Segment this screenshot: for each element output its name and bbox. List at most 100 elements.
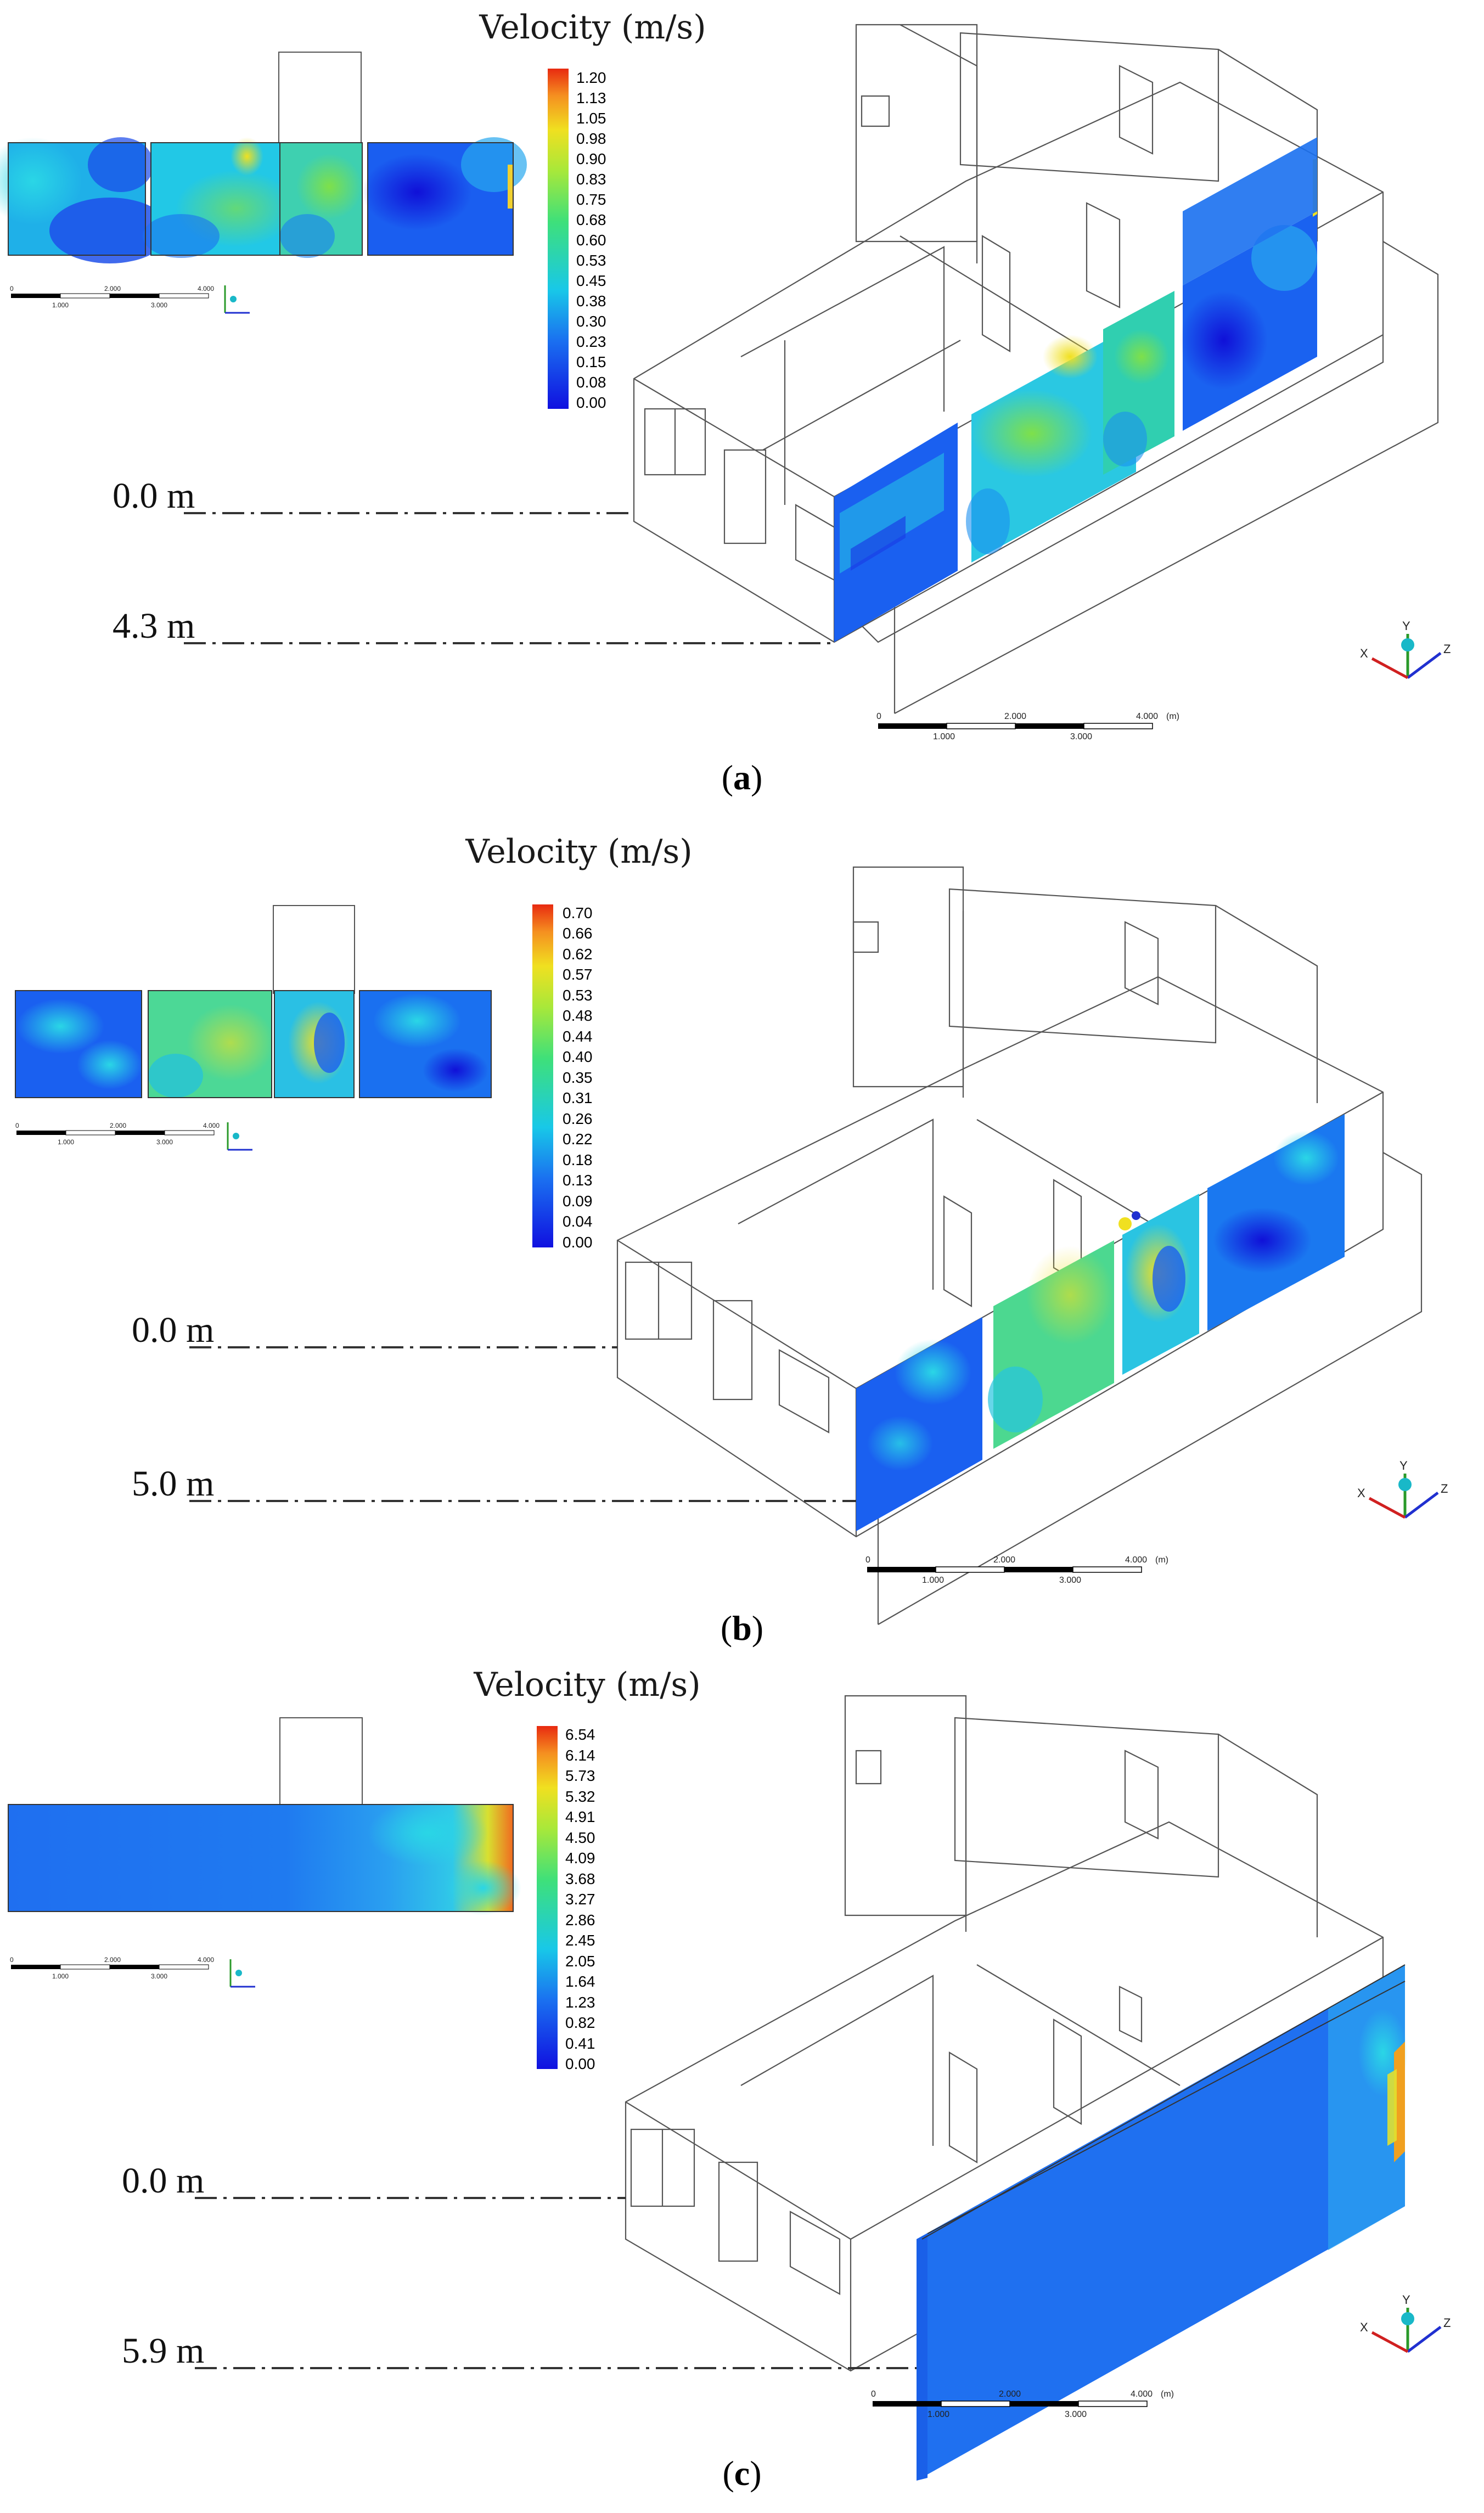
colorbar [548,69,569,409]
tick-label: 0.00 [563,1234,593,1251]
tick-label: 0.04 [563,1213,593,1230]
tick-label: 0.30 [576,313,606,330]
axis-triad-small [229,1959,255,1988]
height-label: 0.0 m [122,2161,204,2201]
scale-label: 1.000 [933,732,955,741]
scale-label: (m) [1166,712,1179,721]
scale-label: 2.000 [110,1122,126,1129]
tick-label: 0.45 [576,272,606,289]
axis-label-z: Z [1443,2316,1451,2330]
tick-label: 0.31 [563,1089,593,1106]
axis-label-y: Y [1402,619,1410,633]
tick-label: 1.05 [576,110,606,127]
scale-label: 0 [10,285,14,293]
axis-triad: Y Z X [1357,1459,1448,1519]
axis-label-x: X [1360,646,1368,660]
axis-label-y: Y [1402,2293,1410,2307]
tick-label: 1.13 [576,89,606,106]
tick-label: 3.27 [565,1891,595,1908]
colorbar-title: Velocity (m/s) [473,1666,700,1704]
height-marker: 5.9 m [122,2331,917,2371]
velocity-plane [988,1240,1114,1449]
colorbar [537,1726,558,2069]
axis-label-x: X [1357,1486,1365,1500]
tick-label: 0.57 [563,966,593,983]
tick-label: 0.53 [576,252,606,269]
tick-label: 0.62 [563,946,593,963]
scale-label: 2.000 [1004,712,1026,721]
tick-label: 0.82 [565,2014,595,2031]
tick-label: 2.86 [565,1912,595,1929]
axis-triad: Y Z X [1360,619,1451,679]
panel-a: Velocity (m/s) 1.20 1.13 1.05 0.98 0.90 … [0,0,1484,823]
scale-bar-large: 0 2.000 4.000 (m) 1.000 3.000 [865,1555,1168,1585]
scale-label: 3.000 [156,1138,173,1146]
scale-label: (m) [1155,1555,1168,1565]
tick-label: 0.66 [563,925,593,942]
scale-bar-small: 0 2.000 4.000 1.000 3.000 [10,285,214,309]
tick-label: 0.53 [563,987,593,1004]
height-label: 5.9 m [122,2331,204,2371]
tick-label: 0.44 [563,1028,593,1045]
scale-bar-small: 0 2.000 4.000 1.000 3.000 [10,1956,214,1980]
scale-label: 3.000 [151,1972,167,1980]
velocity-plane [1118,1194,1199,1375]
scale-label: 0 [10,1956,14,1964]
height-label: 4.3 m [113,606,195,646]
caption-c: (c) [722,2454,762,2493]
tick-label: 0.23 [576,333,606,350]
tick-label: 0.60 [576,232,606,249]
scale-label: 4.000 [198,285,214,293]
axis-triad: Y Z X [1360,2293,1451,2353]
tick-label: 0.68 [576,211,606,228]
height-marker: 0.0 m [113,476,634,516]
scale-label: 3.000 [1065,2410,1087,2419]
scale-label: 1.000 [52,1972,69,1980]
scale-label: 3.000 [1059,1576,1081,1585]
tick-label: 0.26 [563,1110,593,1127]
tick-label: 0.98 [576,130,606,147]
tick-label: 2.45 [565,1932,595,1949]
colorbar-title: Velocity (m/s) [479,8,706,47]
tick-label: 4.91 [565,1808,595,1825]
scale-label: 3.000 [151,301,167,309]
velocity-plane [917,1964,1408,2481]
height-marker: 0.0 m [122,2161,626,2201]
scale-label: 0 [865,1555,870,1565]
caption-a: (a) [721,758,763,797]
colorbar-ticks: 0.70 0.66 0.62 0.57 0.53 0.48 0.44 0.40 … [563,904,593,1251]
scale-label: 4.000 [1125,1555,1147,1565]
height-marker: 0.0 m [132,1310,617,1350]
tick-label: 3.68 [565,1870,595,1887]
velocity-plane [1103,291,1174,475]
tick-label: 0.75 [576,191,606,208]
building-3d-wireframe [616,866,1423,1625]
scale-label: 1.000 [922,1576,944,1585]
tick-label: 1.23 [565,1994,595,2011]
velocity-plane [834,423,958,642]
height-marker: 4.3 m [113,606,834,646]
tick-label: 6.54 [565,1726,595,1743]
scale-label: 0 [871,2390,876,2399]
tick-label: 0.35 [563,1069,593,1086]
velocity-plane [856,1317,982,1531]
scale-label: 4.000 [1131,2390,1153,2399]
height-marker: 5.0 m [132,1464,856,1504]
tick-label: 5.32 [565,1788,595,1805]
panel-c: Velocity (m/s) 6.54 6.14 5.73 5.32 4.91 … [0,1657,1484,2513]
tick-label: 0.09 [563,1193,593,1210]
axis-triad-small [227,1122,252,1151]
panel-b: Velocity (m/s) 0.70 0.66 0.62 0.57 0.53 … [0,823,1484,1657]
scale-bar-small: 0 2.000 4.000 1.000 3.000 [15,1122,220,1146]
scale-label: (m) [1161,2390,1174,2399]
axis-label-x: X [1360,2320,1368,2334]
tick-label: 4.09 [565,1849,595,1867]
axis-triad-small [224,285,250,314]
height-label: 0.0 m [113,476,195,516]
scale-label: 0 [876,712,881,721]
tick-label: 0.83 [576,171,606,188]
scale-label: 1.000 [928,2410,949,2419]
tick-label: 5.73 [565,1767,595,1784]
scale-label: 4.000 [203,1122,220,1129]
velocity-plane [1180,137,1317,431]
